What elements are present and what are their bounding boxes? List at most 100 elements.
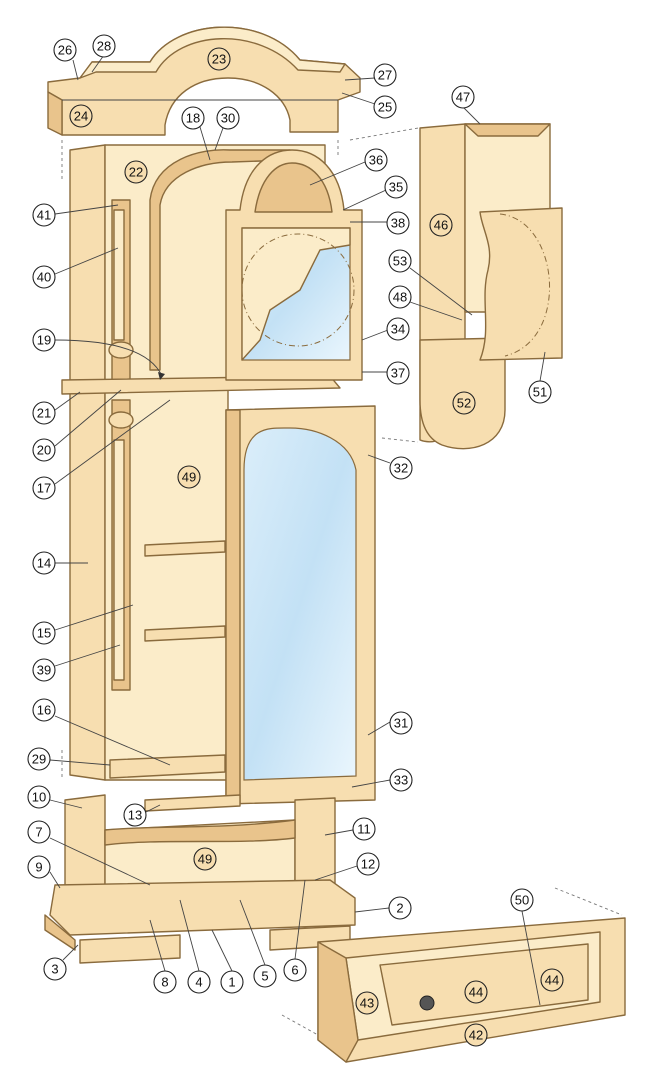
callout-number: 10 — [32, 790, 46, 805]
callout-number: 21 — [37, 406, 51, 421]
callout-circle — [32, 476, 56, 500]
callout-number: 52 — [457, 396, 471, 411]
callout-number: 2 — [396, 901, 403, 916]
callout-42: 42 — [464, 1023, 488, 1047]
callout-circle — [220, 970, 244, 994]
movement-board — [419, 123, 563, 450]
callout-circle — [32, 328, 56, 352]
callout-25: 25 — [373, 95, 397, 119]
callout-18: 18 — [181, 106, 205, 130]
callout-circle — [389, 456, 413, 480]
callout-circle — [124, 160, 148, 184]
callout-number: 29 — [32, 752, 46, 767]
hood-door — [225, 149, 363, 381]
callout-circle — [177, 465, 201, 489]
callout-number: 20 — [37, 443, 51, 458]
callout-number: 35 — [389, 180, 403, 195]
callout-8: 8 — [153, 970, 177, 994]
callout-50: 50 — [510, 888, 534, 912]
callout-circle — [69, 104, 93, 128]
loose-trim-piece — [144, 794, 241, 812]
callout-circle — [389, 711, 413, 735]
callout-number: 15 — [37, 626, 51, 641]
callout-number: 8 — [161, 975, 168, 990]
callout-number: 19 — [37, 333, 51, 348]
callout-number: 6 — [291, 963, 298, 978]
callout-number: 44 — [545, 973, 559, 988]
alignment-lines — [61, 127, 623, 1036]
left-column — [108, 199, 134, 691]
callout-circle — [216, 106, 240, 130]
callout-23: 23 — [207, 47, 231, 71]
callout-circle — [43, 957, 67, 981]
callout-number: 49 — [198, 852, 212, 867]
crown-pediment — [47, 26, 361, 136]
callout-34: 34 — [386, 317, 410, 341]
callout-number: 11 — [357, 822, 371, 837]
callout-48: 48 — [388, 285, 412, 309]
callout-33: 33 — [389, 768, 413, 792]
callout-24: 24 — [69, 104, 93, 128]
callout-circle — [510, 888, 534, 912]
callout-26: 26 — [53, 38, 77, 62]
callout-40: 40 — [32, 265, 56, 289]
callout-circle — [27, 785, 51, 809]
callout-circle — [32, 203, 56, 227]
callout-30: 30 — [216, 106, 240, 130]
callout-number: 18 — [186, 111, 200, 126]
callout-36: 36 — [364, 148, 388, 172]
callout-circle — [153, 970, 177, 994]
callout-15: 15 — [32, 621, 56, 645]
callout-7: 7 — [27, 820, 51, 844]
callout-21: 21 — [32, 401, 56, 425]
callout-10: 10 — [27, 785, 51, 809]
callout-32: 32 — [389, 456, 413, 480]
callout-31: 31 — [389, 711, 413, 735]
callout-number: 7 — [35, 825, 42, 840]
callout-number: 41 — [37, 208, 51, 223]
callout-number: 16 — [37, 703, 51, 718]
callout-number: 3 — [51, 962, 58, 977]
callout-11: 11 — [352, 817, 376, 841]
callout-circle — [92, 34, 116, 58]
callout-number: 17 — [37, 481, 51, 496]
callout-number: 31 — [394, 716, 408, 731]
callout-circle — [27, 820, 51, 844]
callout-circle — [352, 817, 376, 841]
drawer-pull-ring — [419, 995, 435, 1011]
callout-number: 30 — [221, 111, 235, 126]
callout-number: 26 — [58, 43, 72, 58]
callout-number: 22 — [129, 165, 143, 180]
callout-number: 38 — [391, 216, 405, 231]
callout-39: 39 — [32, 658, 56, 682]
callout-41: 41 — [32, 203, 56, 227]
callout-circle — [373, 63, 397, 87]
callout-number: 44 — [469, 985, 483, 1000]
callout-1: 1 — [220, 970, 244, 994]
callout-28: 28 — [92, 34, 116, 58]
callout-number: 23 — [212, 52, 226, 67]
callout-circle — [540, 968, 564, 992]
callout-circle — [429, 213, 453, 237]
callout-6: 6 — [283, 958, 307, 982]
callout-number: 39 — [37, 663, 51, 678]
callout-circle — [386, 211, 410, 235]
callout-circle — [364, 148, 388, 172]
callout-14: 14 — [32, 551, 56, 575]
callout-37: 37 — [386, 361, 410, 385]
callout-49: 49 — [177, 465, 201, 489]
callout-number: 32 — [394, 461, 408, 476]
callout-circle — [464, 980, 488, 1004]
callout-22: 22 — [124, 160, 148, 184]
cabinet-left-side — [69, 144, 106, 781]
callout-number: 43 — [360, 996, 374, 1011]
callout-number: 28 — [97, 39, 111, 54]
callout-circle — [27, 747, 51, 771]
callout-29: 29 — [27, 747, 51, 771]
callout-20: 20 — [32, 438, 56, 462]
callout-number: 9 — [35, 860, 42, 875]
callout-49: 49 — [193, 847, 217, 871]
callout-number: 50 — [515, 893, 529, 908]
